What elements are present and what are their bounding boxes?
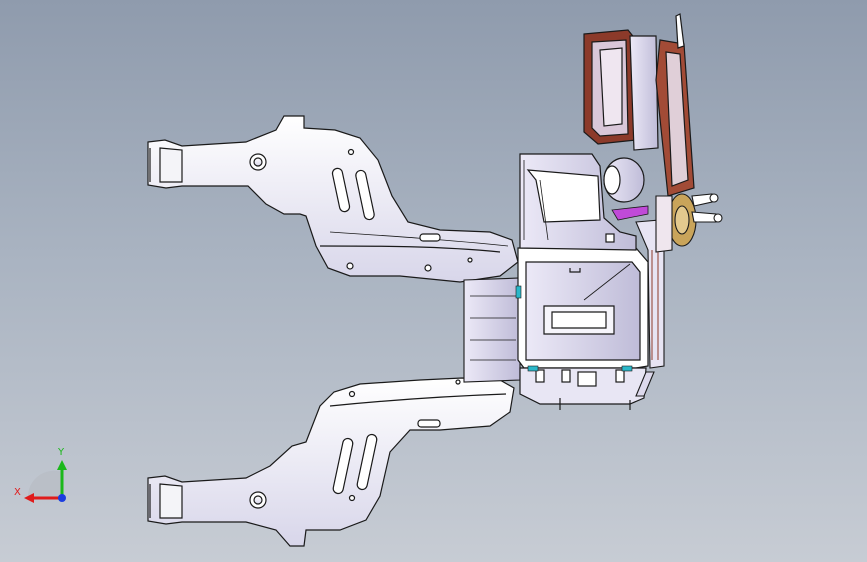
y-axis-label: Y bbox=[57, 447, 65, 458]
y-axis-arrow bbox=[57, 460, 67, 470]
z-axis-point bbox=[58, 494, 66, 502]
linkage-accent bbox=[611, 205, 649, 221]
view-triad[interactable]: Y X bbox=[14, 447, 67, 503]
x-axis-label: X bbox=[14, 487, 21, 498]
central-neck bbox=[463, 277, 521, 383]
connector-bracket bbox=[655, 193, 723, 253]
hvac-housing bbox=[515, 247, 649, 410]
upper-duct-arm bbox=[147, 115, 519, 283]
evaporator-case bbox=[519, 153, 645, 251]
x-axis-arrow bbox=[24, 493, 34, 503]
lower-duct-arm bbox=[147, 377, 515, 547]
inlet-duct bbox=[583, 13, 695, 197]
